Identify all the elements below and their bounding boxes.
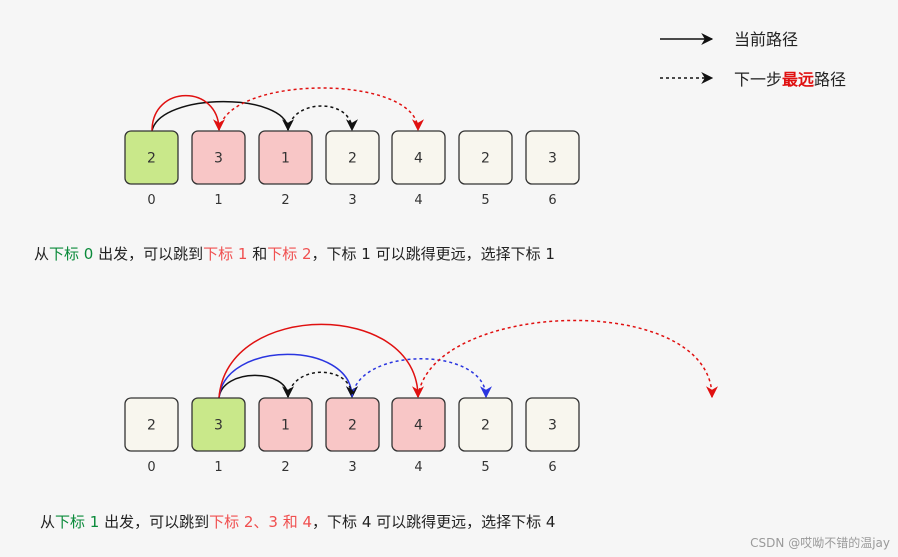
row1-cell-value-4: 4 — [414, 151, 423, 167]
row1-cells: 2 0 3 1 1 2 2 3 4 4 2 5 3 6 — [124, 130, 580, 208]
row1-description: 从下标 0 出发，可以跳到下标 1 和下标 2，下标 1 可以跳得更远，选择下标… — [34, 243, 555, 264]
row2-arrow-1-to-4 — [218, 323, 424, 399]
row1-desc-segment-6: ，下标 1 可以跳得更远，选择下标 1 — [311, 245, 555, 263]
row2-desc-segment-4: ，下标 4 可以跳得更远，选择下标 4 — [312, 513, 556, 531]
row2-index-0: 0 — [147, 460, 155, 475]
row1-arrow-0-to-2 — [151, 100, 294, 132]
row1-cell-value-6: 3 — [548, 151, 557, 167]
row1-desc-segment-3: 下标 1 — [203, 245, 248, 263]
row1-arrow-1-to-4 — [218, 87, 424, 132]
row2-cell-2 — [258, 397, 313, 452]
row2-arrow-1-to-2 — [218, 374, 294, 399]
row1-cell-value-0: 2 — [147, 151, 156, 167]
row1-arrow-2-to-3 — [287, 105, 358, 132]
row1-cell-0 — [124, 130, 179, 185]
row2-cells: 2 0 3 1 1 2 2 3 4 4 2 5 3 6 — [124, 397, 580, 475]
row1-arrows — [151, 87, 424, 132]
row1-index-6: 6 — [548, 193, 556, 208]
row2-cell-value-5: 2 — [481, 418, 490, 434]
legend-next-label: 下一步最远路径 — [734, 70, 846, 89]
row1-desc-segment-0: 从 — [34, 245, 50, 263]
row1-cell-value-1: 3 — [214, 151, 223, 167]
row2-index-5: 5 — [481, 460, 489, 475]
row2-cell-value-3: 2 — [348, 418, 357, 434]
row2-cell-5 — [458, 397, 513, 452]
row2-cell-value-2: 1 — [281, 418, 290, 434]
legend: 当前路径 下一步最远路径 — [660, 30, 846, 89]
row2-cell-1 — [191, 397, 246, 452]
row2-index-4: 4 — [414, 460, 422, 475]
row1-index-1: 1 — [214, 193, 222, 208]
row1-cell-value-5: 2 — [481, 151, 490, 167]
row1-cell-2 — [258, 130, 313, 185]
row2-index-3: 3 — [348, 460, 356, 475]
row2-arrow-3-to-5 — [351, 358, 492, 399]
row1-desc-segment-2: 出发，可以跳到 — [93, 245, 204, 263]
row2-index-6: 6 — [548, 460, 556, 475]
row2-cell-3 — [325, 397, 380, 452]
row1-cell-3 — [325, 130, 380, 185]
row1-index-3: 3 — [348, 193, 356, 208]
row1-index-0: 0 — [147, 193, 155, 208]
row2-desc-segment-1: 下标 1 — [55, 513, 100, 531]
row2-arrow-1-to-3 — [218, 353, 358, 399]
legend-current-label: 当前路径 — [734, 30, 798, 49]
row2-index-1: 1 — [214, 460, 222, 475]
row2-cell-value-6: 3 — [548, 418, 557, 434]
row1-index-4: 4 — [414, 193, 422, 208]
row2-description: 从下标 1 出发，可以跳到下标 2、3 和 4，下标 4 可以跳得更远，选择下标… — [40, 511, 555, 532]
row1-cell-6 — [525, 130, 580, 185]
row1-cell-1 — [191, 130, 246, 185]
row2-cell-6 — [525, 397, 580, 452]
row1-desc-segment-4: 和 — [247, 245, 268, 263]
watermark: CSDN @哎呦不错的温jay — [750, 536, 890, 550]
row2-arrow-4-to-far — [417, 319, 718, 399]
row2-desc-segment-2: 出发，可以跳到 — [99, 513, 210, 531]
row1-desc-segment-1: 下标 0 — [49, 245, 94, 263]
row1-cell-4 — [391, 130, 446, 185]
row2-desc-segment-3: 下标 2、3 和 4 — [209, 513, 313, 531]
row2-cell-0 — [124, 397, 179, 452]
row2-cell-value-4: 4 — [414, 418, 423, 434]
row1-cell-5 — [458, 130, 513, 185]
row2-cell-4 — [391, 397, 446, 452]
row2-cell-value-1: 3 — [214, 418, 223, 434]
legend-next-suffix: 路径 — [814, 70, 846, 89]
row1-index-5: 5 — [481, 193, 489, 208]
legend-next-highlight: 最远 — [782, 70, 814, 89]
row2-arrows — [218, 319, 718, 399]
row1-cell-value-3: 2 — [348, 151, 357, 167]
row1-arrow-0-to-1 — [151, 95, 225, 132]
legend-next-prefix: 下一步 — [734, 70, 782, 89]
row1-cell-value-2: 1 — [281, 151, 290, 167]
row1-index-2: 2 — [281, 193, 289, 208]
row2-arrow-2-to-3 — [287, 371, 358, 399]
row2-cell-value-0: 2 — [147, 418, 156, 434]
row2-index-2: 2 — [281, 460, 289, 475]
row2-desc-segment-0: 从 — [40, 513, 56, 531]
row1-desc-segment-5: 下标 2 — [267, 245, 312, 263]
